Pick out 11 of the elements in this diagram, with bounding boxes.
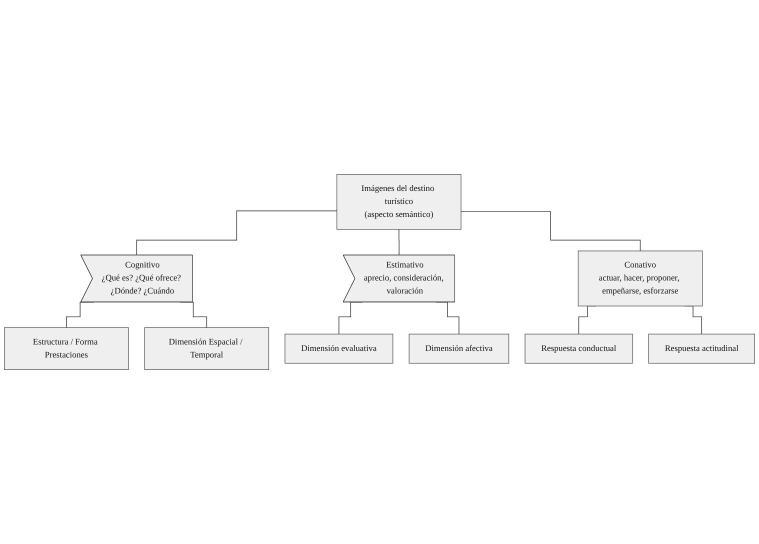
node-box: Dimensión evaluativa: [284, 334, 394, 364]
node-box: Respuesta actitudinal: [648, 334, 755, 364]
node-box: Imágenes del destino turístico (aspecto semántico): [336, 174, 462, 230]
connector: [460, 211, 641, 252]
node-box: Dimensión afectiva: [408, 334, 510, 364]
node-box: Dimensión Espacial / Temporal: [144, 327, 270, 370]
connector: [136, 210, 338, 256]
connector: [398, 229, 400, 256]
node-box: Estructura / Forma Prestaciones: [4, 327, 129, 370]
node-box: Conativo actuar, hacer, proponer, empeñarse, esforzarse: [578, 250, 703, 306]
node-box: Respuesta conductual: [524, 334, 633, 364]
